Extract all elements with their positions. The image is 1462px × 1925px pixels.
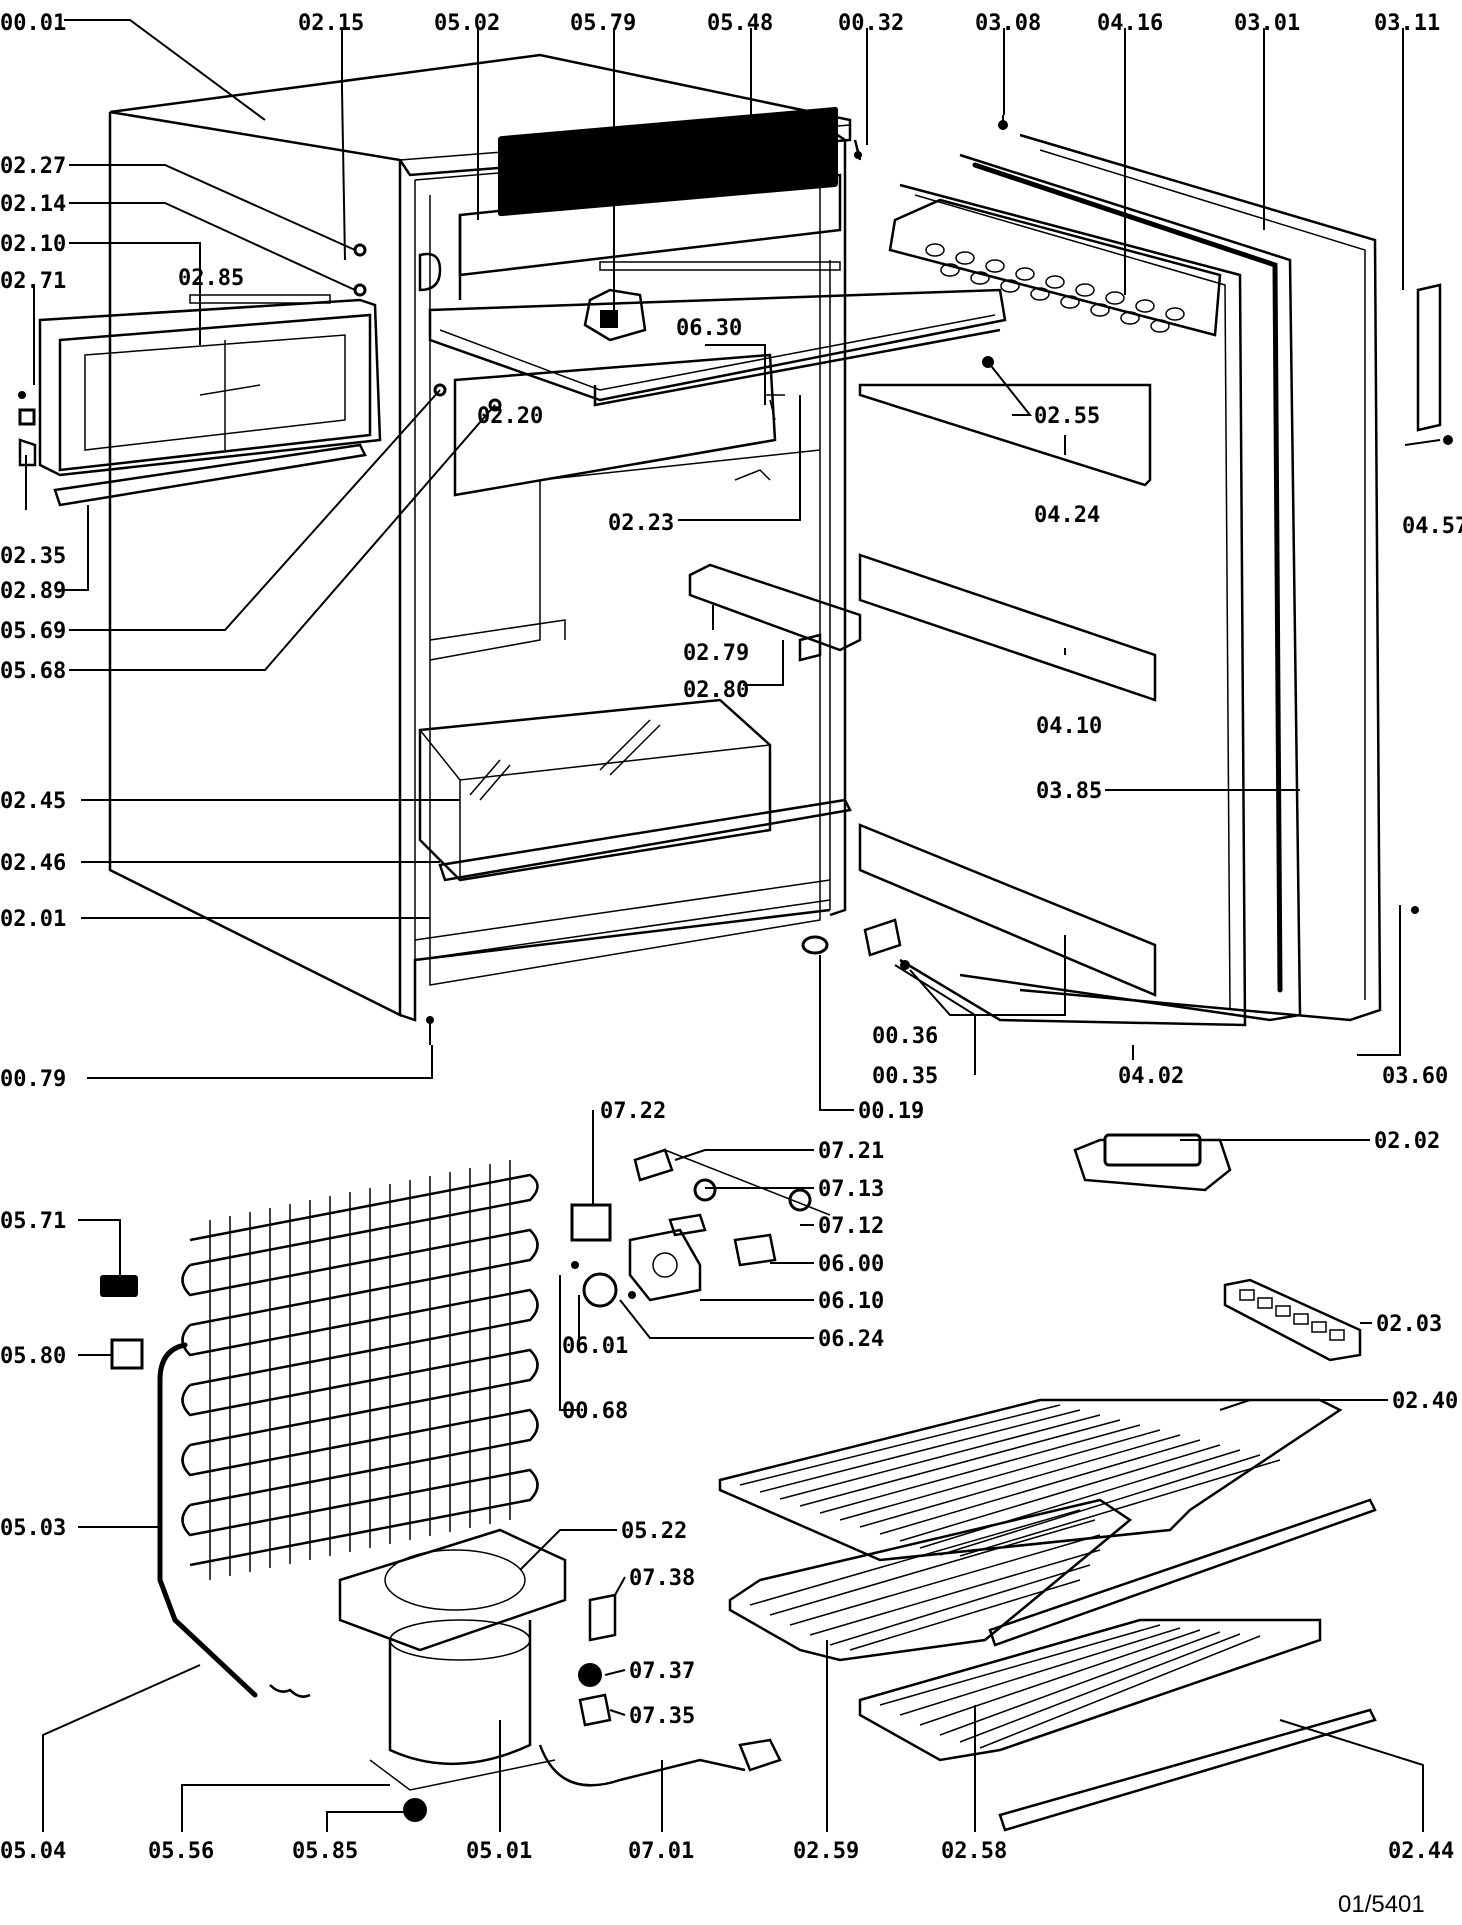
label-03-08: 03.08 bbox=[975, 11, 1041, 36]
label-05-03: 05.03 bbox=[0, 1516, 66, 1541]
label-06-01: 06.01 bbox=[562, 1334, 628, 1359]
label-02-23: 02.23 bbox=[608, 511, 674, 536]
label-07-35: 07.35 bbox=[629, 1704, 695, 1729]
label-02-89: 02.89 bbox=[0, 579, 66, 604]
label-07-12: 07.12 bbox=[818, 1214, 884, 1239]
compressor bbox=[338, 1528, 782, 1822]
butter-dish bbox=[1073, 1133, 1232, 1192]
label-00-01: 00.01 bbox=[0, 11, 66, 36]
label-07-38: 07.38 bbox=[629, 1566, 695, 1591]
label-05-69: 05.69 bbox=[0, 619, 66, 644]
label-04-24: 04.24 bbox=[1034, 503, 1100, 528]
label-04-10: 04.10 bbox=[1036, 714, 1102, 739]
condenser-coil bbox=[157, 1160, 539, 1698]
label-06-30: 06.30 bbox=[676, 316, 742, 341]
relay-components bbox=[578, 1593, 617, 1727]
label-05-80: 05.80 bbox=[0, 1344, 66, 1369]
label-04-16: 04.16 bbox=[1097, 11, 1163, 36]
label-02-58: 02.58 bbox=[941, 1839, 1007, 1864]
label-00-68: 00.68 bbox=[562, 1399, 628, 1424]
label-02-02: 02.02 bbox=[1374, 1129, 1440, 1154]
label-00-36: 00.36 bbox=[872, 1024, 938, 1049]
label-06-24: 06.24 bbox=[818, 1327, 884, 1352]
leader-lines bbox=[25, 19, 1441, 1832]
label-05-79: 05.79 bbox=[570, 11, 636, 36]
label-02-71: 02.71 bbox=[0, 269, 66, 294]
label-02-46: 02.46 bbox=[0, 851, 66, 876]
label-02-79: 02.79 bbox=[683, 641, 749, 666]
cabinet-body bbox=[108, 53, 1007, 1045]
label-07-13: 07.13 bbox=[818, 1177, 884, 1202]
label-06-10: 06.10 bbox=[818, 1289, 884, 1314]
label-02-27: 02.27 bbox=[0, 154, 66, 179]
label-00-79: 00.79 bbox=[0, 1067, 66, 1092]
label-05-22: 05.22 bbox=[621, 1519, 687, 1544]
label-02-55: 02.55 bbox=[1034, 404, 1100, 429]
label-02-44: 02.44 bbox=[1388, 1839, 1454, 1864]
label-02-35: 02.35 bbox=[0, 544, 66, 569]
connectors bbox=[100, 1275, 144, 1370]
label-05-68: 05.68 bbox=[0, 659, 66, 684]
wire-shelves bbox=[718, 1398, 1377, 1832]
label-07-01: 07.01 bbox=[628, 1839, 694, 1864]
label-03-85: 03.85 bbox=[1036, 779, 1102, 804]
label-05-85: 05.85 bbox=[292, 1839, 358, 1864]
label-02-03: 02.03 bbox=[1376, 1312, 1442, 1337]
label-02-20: 02.20 bbox=[477, 404, 543, 429]
label-00-19: 00.19 bbox=[858, 1099, 924, 1124]
label-03-11: 03.11 bbox=[1374, 11, 1440, 36]
label-02-40: 02.40 bbox=[1392, 1389, 1458, 1414]
label-05-71: 05.71 bbox=[0, 1209, 66, 1234]
label-05-01: 05.01 bbox=[466, 1839, 532, 1864]
label-05-02: 05.02 bbox=[434, 11, 500, 36]
label-05-48: 05.48 bbox=[707, 11, 773, 36]
label-00-32: 00.32 bbox=[838, 11, 904, 36]
freezer-flap-assembly bbox=[18, 243, 382, 507]
label-06-00: 06.00 bbox=[818, 1252, 884, 1277]
label-05-56: 05.56 bbox=[148, 1839, 214, 1864]
ice-cube-tray bbox=[1223, 1278, 1362, 1362]
label-02-14: 02.14 bbox=[0, 192, 66, 217]
drawing-number: 01/5401 bbox=[1338, 1891, 1425, 1918]
label-03-60: 03.60 bbox=[1382, 1064, 1448, 1089]
thermostat-assembly bbox=[570, 1148, 831, 1308]
label-04-02: 04.02 bbox=[1118, 1064, 1184, 1089]
label-05-04: 05.04 bbox=[0, 1839, 66, 1864]
label-02-59: 02.59 bbox=[793, 1839, 859, 1864]
label-02-80: 02.80 bbox=[683, 678, 749, 703]
label-02-85: 02.85 bbox=[178, 266, 244, 291]
label-02-15: 02.15 bbox=[298, 11, 364, 36]
label-07-37: 07.37 bbox=[629, 1659, 695, 1684]
label-07-22: 07.22 bbox=[600, 1099, 666, 1124]
label-02-10: 02.10 bbox=[0, 232, 66, 257]
label-04-57: 04.57 bbox=[1402, 514, 1462, 539]
label-03-01: 03.01 bbox=[1234, 11, 1300, 36]
door-assembly bbox=[858, 115, 1453, 1027]
label-02-45: 02.45 bbox=[0, 789, 66, 814]
label-07-21: 07.21 bbox=[818, 1139, 884, 1164]
label-00-35: 00.35 bbox=[872, 1064, 938, 1089]
label-02-01: 02.01 bbox=[0, 907, 66, 932]
